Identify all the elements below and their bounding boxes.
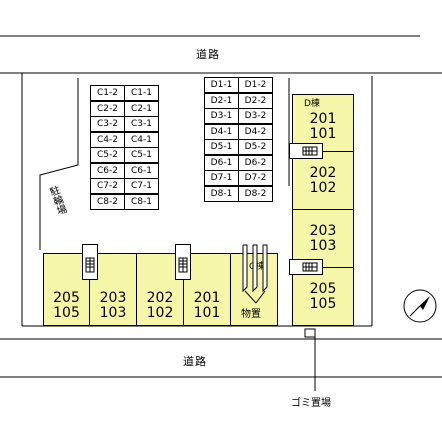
parking-space: C1-1 — [124, 85, 159, 101]
parking-space: C4-1 — [124, 131, 159, 148]
road-label-bottom: 道路 — [183, 355, 207, 368]
unit-lower: 102 — [146, 305, 174, 321]
parking-space: C6-1 — [124, 162, 159, 179]
parking-space: D6-1 — [204, 154, 239, 171]
parking-space: C7-1 — [124, 178, 159, 194]
parking-space: D4-1 — [204, 123, 239, 140]
parking-space: D2-2 — [238, 92, 273, 109]
parking-space: C8-1 — [124, 193, 159, 210]
unit-lower: 102 — [309, 179, 337, 196]
unit-lower: 101 — [193, 305, 221, 321]
building-d-unit-3: 203 103 — [292, 209, 354, 268]
stairs-icon — [175, 244, 191, 280]
parking-space: C5-2 — [90, 147, 125, 163]
parking-space: C2-1 — [124, 100, 159, 117]
parking-space: C5-1 — [124, 147, 159, 163]
unit-upper: 202 — [146, 290, 174, 306]
parking-space: C4-2 — [90, 131, 125, 148]
building-d-unit-1: 201 101 — [292, 94, 354, 152]
unit-lower: 105 — [53, 305, 80, 321]
unit-upper: 203 — [99, 290, 127, 306]
building-d-unit-2: 202 102 — [292, 151, 354, 210]
parking-space: D7-1 — [204, 170, 239, 186]
parking-space: D1-2 — [238, 77, 273, 93]
unit-upper: 202 — [309, 164, 337, 181]
building-d-unit-4: 205 105 — [292, 267, 354, 326]
parking-space: D1-1 — [204, 77, 239, 93]
parking-space: D5-2 — [238, 139, 273, 155]
unit-upper: 205 — [309, 280, 337, 297]
stairs-icon — [289, 143, 323, 159]
unit-lower: 103 — [309, 237, 337, 254]
parking-space: C2-2 — [90, 100, 125, 117]
parking-space: C7-2 — [90, 178, 125, 194]
storage-units — [242, 244, 268, 304]
parking-space: D3-1 — [204, 108, 239, 124]
parking-space: C3-1 — [124, 116, 159, 132]
stairs-icon — [289, 259, 323, 275]
parking-space: C3-2 — [90, 116, 125, 132]
parking-space: D2-1 — [204, 92, 239, 109]
unit-lower: 105 — [309, 295, 337, 312]
road-label-top: 道路 — [196, 48, 220, 61]
parking-space: D8-2 — [238, 185, 273, 202]
parking-space: C6-2 — [90, 162, 125, 179]
parking-space: D7-2 — [238, 170, 273, 186]
parking-space: D6-2 — [238, 154, 273, 171]
storage-label: 物置 — [241, 309, 261, 320]
north-arrow-icon — [403, 289, 437, 323]
unit-upper: 203 — [309, 222, 337, 239]
unit-lower: 101 — [309, 126, 337, 142]
building-d: 201 101 202 102 203 103 205 105 D棟 — [292, 94, 354, 326]
parking-space: D5-1 — [204, 139, 239, 155]
unit-lower: 103 — [99, 305, 127, 321]
parking-space: C1-2 — [90, 85, 125, 101]
parking-space: D4-2 — [238, 123, 273, 140]
unit-upper: 201 — [309, 111, 337, 127]
garbage-label: ゴミ置場 — [291, 398, 331, 409]
parking-space: C8-2 — [90, 193, 125, 210]
unit-upper: 205 — [53, 290, 80, 306]
unit-upper: 201 — [193, 290, 221, 306]
stairs-icon — [82, 244, 98, 280]
parking-space: D3-2 — [238, 108, 273, 124]
parking-space: D8-1 — [204, 185, 239, 202]
building-d-label: D棟 — [304, 99, 320, 109]
